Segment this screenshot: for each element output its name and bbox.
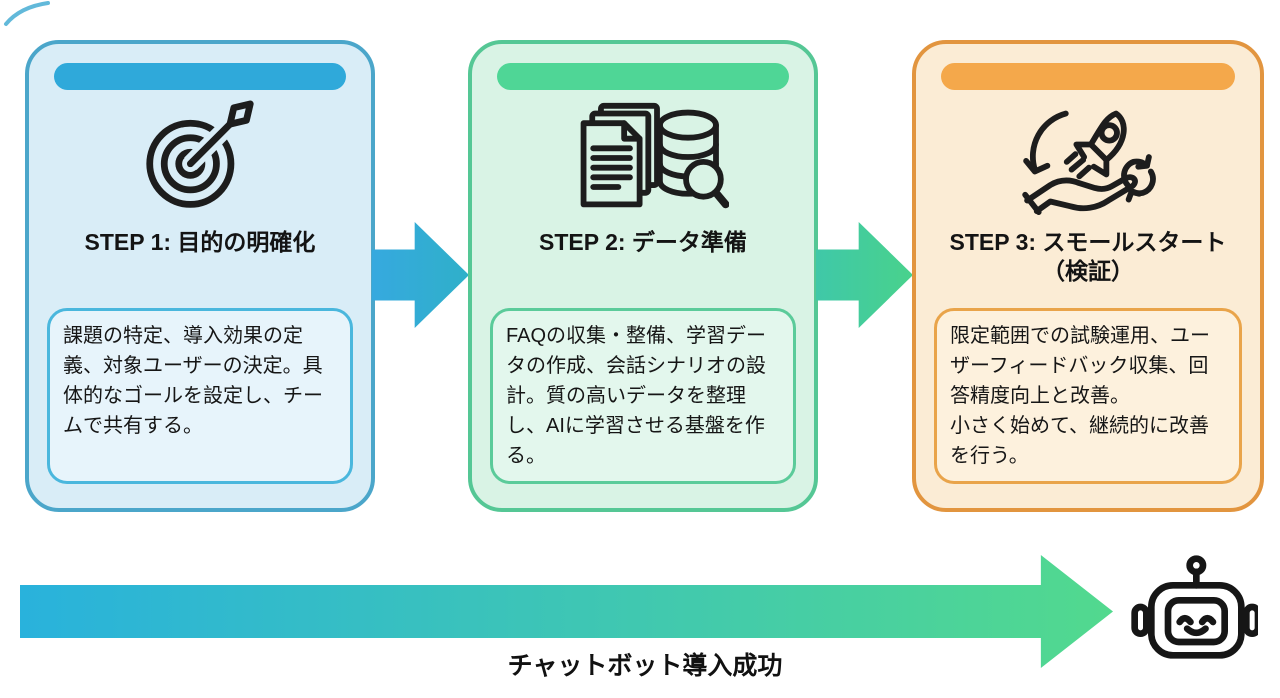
flow-arrow-icon: [372, 222, 469, 328]
rocket-launch-hand-icon: [1004, 100, 1172, 216]
step-description: 課題の特定、導入効果の定義、対象ユーザーの決定。具体的なゴールを設定し、チームで…: [63, 325, 323, 437]
flow-arrow-icon: [816, 222, 913, 328]
step2-accent-bar: [497, 63, 789, 90]
step3-accent-bar: [941, 63, 1235, 90]
step-description: 限定範囲での試験運用、ユーザーフィードバック収集、回答精度向上と改善。 小さく始…: [950, 325, 1210, 467]
documents-database-icon: [557, 100, 729, 216]
step1-accent-bar: [54, 63, 346, 90]
step-description-box: FAQの収集・整備、学習データの作成、会話シナリオの設計。質の高いデータを整理し…: [490, 308, 796, 484]
corner-artifact: [4, 1, 50, 26]
step-card-1: STEP 1: 目的の明確化 課題の特定、導入効果の定義、対象ユーザーの決定。具…: [25, 40, 375, 512]
step-title: STEP 1: 目的の明確化: [84, 229, 316, 255]
step-title: STEP 2: データ準備: [539, 229, 747, 255]
step-card-2: STEP 2: データ準備 FAQの収集・整備、学習データの作成、会話シナリオの…: [468, 40, 818, 512]
step-description: FAQの収集・整備、学習データの作成、会話シナリオの設計。質の高いデータを整理し…: [506, 325, 767, 467]
step-title: STEP 3: スモールスタート （検証）: [949, 229, 1227, 284]
step-description-box: 限定範囲での試験運用、ユーザーフィードバック収集、回答精度向上と改善。 小さく始…: [934, 308, 1242, 484]
step-description-box: 課題の特定、導入効果の定義、対象ユーザーの決定。具体的なゴールを設定し、チームで…: [47, 308, 353, 484]
step-card-3: STEP 3: スモールスタート （検証） 限定範囲での試験運用、ユーザーフィー…: [912, 40, 1264, 512]
robot-icon: [1128, 550, 1258, 664]
target-icon: [137, 100, 263, 216]
success-label: チャットボット導入成功: [507, 652, 783, 680]
